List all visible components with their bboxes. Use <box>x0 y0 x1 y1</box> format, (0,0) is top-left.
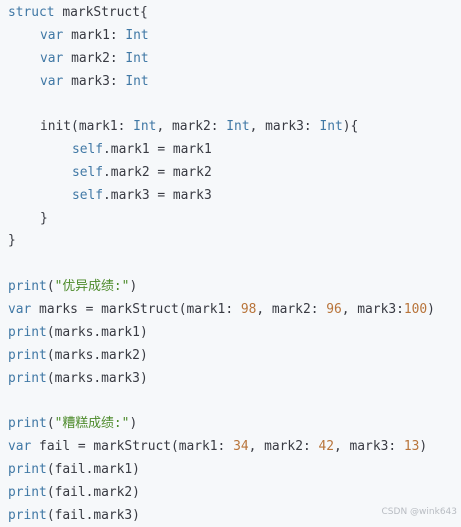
param-label: mark1: <box>78 119 134 135</box>
keyword-var: var <box>40 50 64 66</box>
close-brace: } <box>8 233 16 249</box>
keyword-struct: struct <box>8 5 55 20</box>
property-name: mark2: <box>71 50 118 66</box>
code-line: var mark2: Int <box>8 48 461 71</box>
code-line: print(fail.mark3) <box>8 505 461 527</box>
print-function: print <box>8 347 47 363</box>
code-line: print(fail.mark2) <box>8 482 461 505</box>
fail-declaration: fail = markStruct(mark1: <box>31 439 234 455</box>
keyword-self: self <box>72 164 104 180</box>
number-literal: 42 <box>318 439 335 455</box>
code-line: print(fail.mark1) <box>8 459 461 482</box>
param-label: , mark2: <box>156 119 227 135</box>
code-line: print(marks.mark3) <box>8 368 461 391</box>
print-function: print <box>8 279 47 295</box>
close-paren: ) <box>129 279 138 295</box>
type-int: Int <box>226 119 250 135</box>
assignment: .mark2 = mark2 <box>103 164 212 180</box>
type-int: Int <box>319 119 343 135</box>
print-function: print <box>8 370 47 386</box>
open-paren: ( <box>46 279 55 295</box>
keyword-var: var <box>8 301 32 317</box>
number-literal: 13 <box>403 439 420 455</box>
close-paren: ) <box>129 416 138 432</box>
keyword-var: var <box>8 439 32 455</box>
blank-line <box>8 93 461 116</box>
code-line: print(marks.mark2) <box>8 345 461 368</box>
number-literal: 98 <box>240 301 257 317</box>
marks-declaration: marks = markStruct(mark1: <box>31 301 241 317</box>
code-line: print("糟糕成绩:") <box>8 413 461 436</box>
code-line: } <box>8 208 461 231</box>
close-paren: ) <box>419 439 428 455</box>
print-function: print <box>8 461 47 477</box>
close-paren: ) <box>427 301 435 317</box>
number-literal: 34 <box>233 439 249 455</box>
keyword-self: self <box>72 142 104 158</box>
type-int: Int <box>125 27 149 43</box>
keyword-var: var <box>40 73 64 89</box>
print-args: (fail.mark1) <box>46 461 140 477</box>
type-int: Int <box>125 73 149 89</box>
code-line: self.mark2 = mark2 <box>8 162 461 185</box>
print-function: print <box>8 484 47 500</box>
code-line: } <box>8 230 461 253</box>
string-literal: "糟糕成绩:" <box>54 416 130 432</box>
code-line: var mark1: Int <box>8 25 461 48</box>
number-literal: 96 <box>326 301 342 317</box>
code-line: var fail = markStruct(mark1: 34, mark2: … <box>8 436 461 459</box>
code-line: var marks = markStruct(mark1: 98, mark2:… <box>8 299 461 322</box>
blank-line <box>8 253 461 276</box>
print-args: (marks.mark2) <box>46 347 148 363</box>
arg-separator: , mark2: <box>256 301 327 317</box>
code-line: self.mark1 = mark1 <box>8 139 461 162</box>
assignment: .mark3 = mark3 <box>103 187 212 203</box>
keyword-self: self <box>72 187 104 203</box>
property-name: mark1: <box>71 27 118 43</box>
arg-separator: , mark3: <box>341 301 404 317</box>
property-name: mark3: <box>71 73 118 89</box>
code-line: init(mark1: Int, mark2: Int, mark3: Int)… <box>8 116 461 139</box>
keyword-var: var <box>40 27 64 43</box>
code-line: print(marks.mark1) <box>8 322 461 345</box>
print-function: print <box>8 416 47 432</box>
print-args: (fail.mark3) <box>46 507 140 523</box>
type-int: Int <box>133 119 157 135</box>
number-literal: 100 <box>403 301 428 317</box>
param-label: , mark3: <box>249 119 320 135</box>
assignment: .mark1 = mark1 <box>103 142 212 158</box>
print-args: (fail.mark2) <box>46 484 140 500</box>
type-int: Int <box>125 50 149 66</box>
code-line: self.mark3 = mark3 <box>8 185 461 208</box>
print-args: (marks.mark3) <box>46 370 148 386</box>
watermark: CSDN @wink643 <box>381 507 457 517</box>
code-line: var mark3: Int <box>8 71 461 94</box>
string-literal: "优异成绩:" <box>54 279 130 295</box>
init-close: ){ <box>342 119 359 135</box>
code-line: print("优异成绩:") <box>8 276 461 299</box>
print-function: print <box>8 324 47 340</box>
arg-separator: , mark2: <box>248 439 319 455</box>
struct-name: markStruct{ <box>62 5 148 20</box>
print-args: (marks.mark1) <box>46 324 148 340</box>
init-open: init( <box>40 119 79 135</box>
print-function: print <box>8 507 47 523</box>
open-paren: ( <box>46 416 55 432</box>
close-brace: } <box>40 210 48 226</box>
blank-line <box>8 390 461 413</box>
arg-separator: , mark3: <box>334 439 404 455</box>
code-line: struct markStruct{ <box>8 2 461 25</box>
